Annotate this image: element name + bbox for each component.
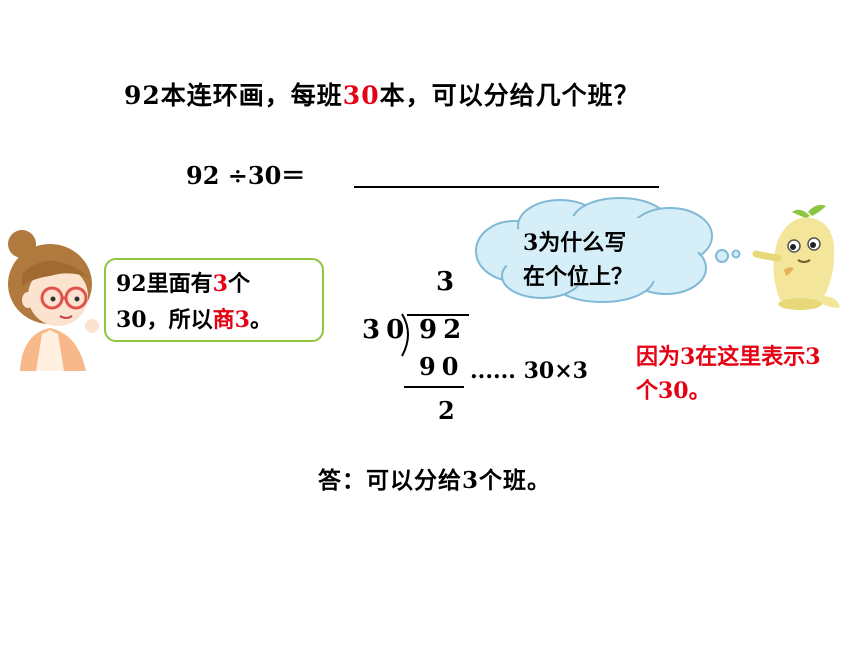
long-division-divisor: 30 — [362, 315, 411, 345]
final-answer: 答：可以分给3个班。 — [318, 467, 552, 494]
long-division-note: ...... 30×3 — [470, 358, 588, 384]
girl-bubble-line-2: 30，所以商3。 — [116, 307, 272, 333]
long-division-product: 90 — [419, 352, 465, 381]
girl-bubble-line-1: 92里面有3个 — [116, 271, 250, 297]
creature-bubble-text: 3为什么写 在个位上？ — [523, 230, 634, 290]
division-subtraction-bar — [404, 386, 464, 388]
cloud-thought-bubble — [475, 197, 741, 303]
girl-speech-bubble: 92里面有3个 30，所以商3。 — [104, 258, 324, 342]
long-division-dividend: 92 — [419, 315, 468, 345]
question-highlight: 30 — [342, 81, 380, 110]
long-division-remainder: 2 — [438, 396, 461, 425]
equation: 92 ÷30＝ — [186, 161, 306, 190]
division-bracket-icon — [401, 313, 409, 357]
long-division-quotient: 3 — [436, 267, 461, 297]
division-top-bar — [407, 314, 469, 316]
yellow-creature-icon — [752, 204, 840, 310]
question-text: 92本连环画，每班30本，可以分给几个班？ — [124, 81, 640, 110]
answer-blank-line — [354, 186, 659, 188]
explanation-text: 因为3在这里表示3个30。 — [636, 344, 821, 404]
girl-illustration-icon — [8, 230, 99, 371]
